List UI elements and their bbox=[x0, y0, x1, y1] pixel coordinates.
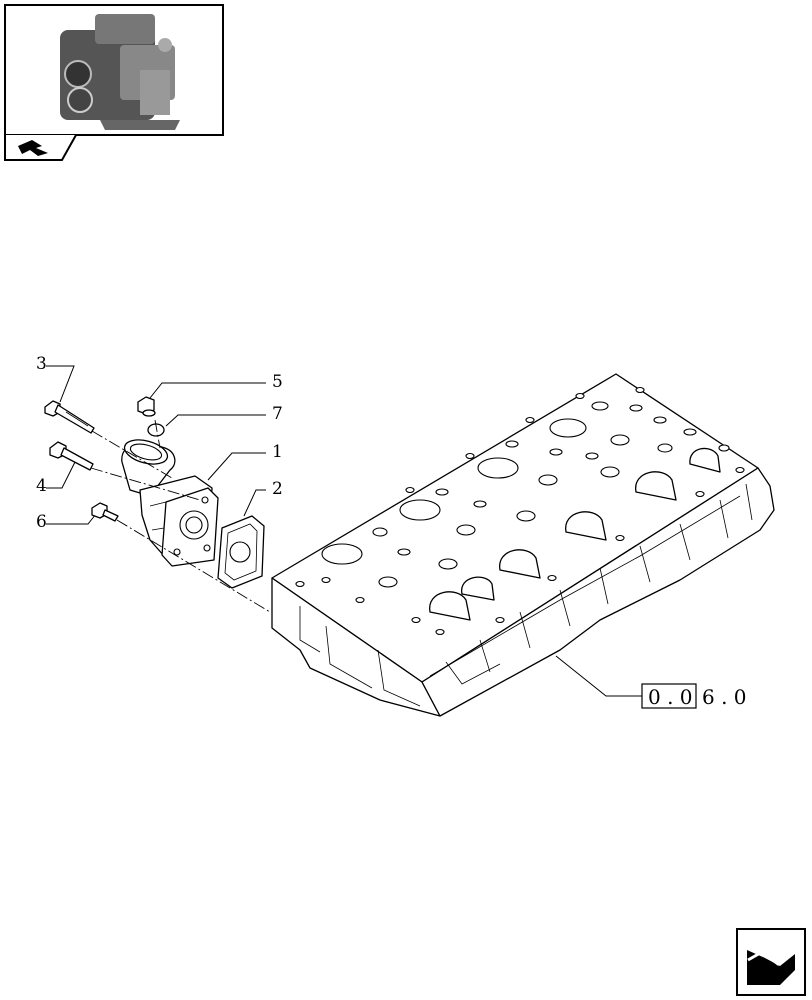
cylinder-head-assembly bbox=[271, 373, 775, 717]
next-page-arrow-icon[interactable] bbox=[736, 928, 806, 996]
svg-text:2: 2 bbox=[272, 479, 283, 499]
callout-5: 5 bbox=[149, 372, 283, 399]
reference-code-boxed: 0 . 0 bbox=[648, 685, 693, 709]
screw-part-6 bbox=[91, 502, 119, 522]
bolt-part-4 bbox=[49, 441, 94, 471]
svg-text:7: 7 bbox=[272, 404, 283, 424]
callout-7: 7 bbox=[165, 404, 283, 427]
svg-text:4: 4 bbox=[36, 476, 47, 496]
reference-box bbox=[641, 683, 697, 709]
reference-code-rest: 6 . 0 bbox=[702, 685, 747, 709]
callout-6: 6 bbox=[36, 512, 97, 532]
bolt-part-3 bbox=[44, 400, 95, 434]
reference-callout[interactable]: 0 . 0 6 . 0 bbox=[555, 655, 747, 709]
callout-2: 2 bbox=[243, 479, 283, 517]
callout-1: 1 bbox=[207, 442, 283, 481]
engine-thumbnail-icon bbox=[60, 14, 180, 130]
svg-text:1: 1 bbox=[272, 442, 283, 462]
thermostat-housing-part-1 bbox=[121, 439, 219, 567]
callout-4: 4 bbox=[36, 459, 77, 496]
return-arrow-icon[interactable] bbox=[18, 140, 48, 156]
thumbnail-panel[interactable] bbox=[4, 4, 224, 161]
callout-3: 3 bbox=[36, 354, 75, 403]
svg-text:3: 3 bbox=[36, 354, 47, 374]
assembly-lines bbox=[90, 419, 271, 613]
svg-text:5: 5 bbox=[272, 372, 283, 392]
gasket-part-2 bbox=[217, 515, 265, 589]
svg-text:6: 6 bbox=[36, 512, 47, 532]
plug-part-5 bbox=[137, 396, 156, 417]
